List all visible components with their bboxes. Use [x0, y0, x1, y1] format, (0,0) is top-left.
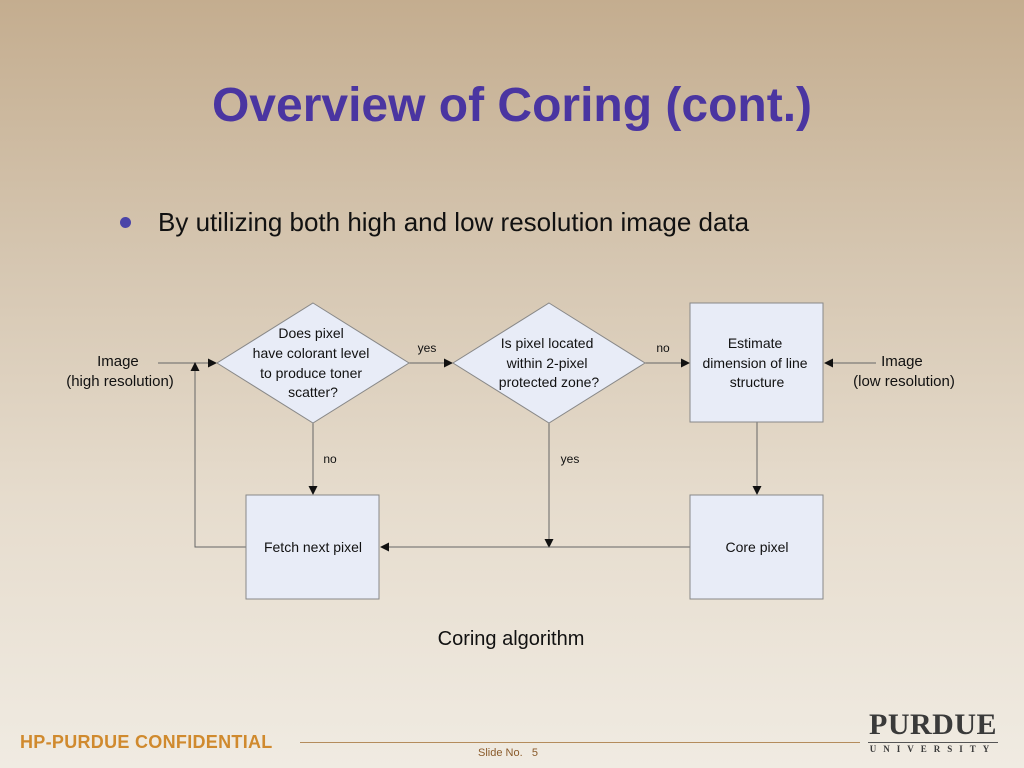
label-d2-yes: yes	[561, 452, 580, 466]
bullet-text: By utilizing both high and low resolutio…	[158, 207, 750, 237]
slide-number-label: Slide No.	[478, 747, 523, 759]
bullet-dot-icon	[120, 217, 131, 228]
logo-sub-text: UNIVERSITY	[869, 744, 997, 754]
decision1-diamond	[216, 302, 410, 424]
logo-rule	[868, 742, 998, 743]
core-box	[689, 494, 824, 600]
label-d1-no: no	[323, 452, 337, 466]
logo-main-text: PURDUE	[869, 708, 997, 741]
input-low-resolution: Image (low resolution)	[853, 353, 955, 390]
label-d2-no: no	[656, 341, 670, 355]
confidential-label: HP-PURDUE CONFIDENTIAL	[20, 732, 273, 752]
footer-divider	[300, 742, 860, 743]
purdue-logo: PURDUE UNIVERSITY	[862, 710, 1004, 755]
bullet-item: By utilizing both high and low resolutio…	[120, 207, 749, 238]
core-box-text: Core pixel	[725, 539, 788, 555]
decision2-diamond	[452, 302, 646, 424]
fetch-box-text: Fetch next pixel	[264, 539, 362, 555]
fetch-box	[245, 494, 380, 600]
slide-title: Overview of Coring (cont.)	[211, 79, 813, 132]
label-d1-yes: yes	[418, 341, 437, 355]
input-high-resolution: Image (high resolution)	[66, 353, 174, 390]
decision2-text: Is pixel located within 2-pixel protecte…	[499, 335, 600, 390]
diagram-caption: Coring algorithm	[438, 628, 585, 650]
slide-number: Slide No. 5	[478, 747, 538, 759]
edge-fetch-loop-back	[190, 362, 246, 548]
decision1-text: Does pixel have colorant level to produc…	[253, 325, 374, 400]
slide-number-value: 5	[531, 747, 538, 759]
estimate-box	[689, 302, 824, 423]
estimate-box-text: Estimate dimension of line structure	[703, 335, 812, 390]
